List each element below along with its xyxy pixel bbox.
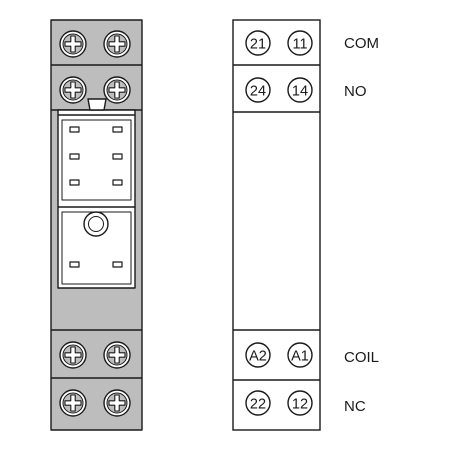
terminal-number: 24 — [250, 84, 266, 100]
pin-socket — [69, 126, 80, 133]
row-label-com: COM — [344, 35, 379, 52]
terminal-11: 11 — [287, 30, 313, 56]
relay-socket-front-view — [50, 19, 143, 431]
screw-head-icon — [103, 389, 131, 417]
terminal-24: 24 — [245, 77, 271, 103]
pin-socket — [112, 179, 123, 186]
screw-terminals — [59, 30, 131, 417]
row-label-nc: NC — [344, 398, 366, 415]
terminal-22: 22 — [245, 390, 271, 416]
terminal-number: A2 — [249, 349, 267, 365]
terminal-number: A1 — [291, 349, 309, 365]
terminal-A1: A1 — [287, 342, 313, 368]
row-label-coil: COIL — [344, 349, 379, 366]
terminal-number: 14 — [292, 84, 308, 100]
screw-head-icon — [103, 30, 131, 58]
pin-socket — [69, 153, 80, 160]
terminal-A2: A2 — [245, 342, 271, 368]
pin-socket — [112, 126, 123, 133]
relay-slot — [57, 109, 136, 289]
terminal-number: 21 — [250, 37, 266, 53]
terminal-number: 11 — [292, 37, 307, 53]
screw-head-icon — [103, 76, 131, 104]
row-labels: COM NO COIL NC — [344, 35, 379, 415]
pin-socket — [69, 261, 80, 268]
terminal-number: 12 — [292, 397, 308, 413]
screw-head-icon — [103, 341, 131, 369]
screw-head-icon — [59, 389, 87, 417]
pin-socket — [112, 153, 123, 160]
terminal-number: 22 — [250, 397, 266, 413]
pin-sockets — [69, 126, 123, 268]
mounting-hole-inner — [88, 216, 104, 232]
terminal-21: 21 — [245, 30, 271, 56]
pin-socket — [69, 179, 80, 186]
screw-head-icon — [59, 76, 87, 104]
terminal-14: 14 — [287, 77, 313, 103]
pin-socket — [112, 261, 123, 268]
screw-head-icon — [59, 30, 87, 58]
terminal-12: 12 — [287, 390, 313, 416]
screw-head-icon — [59, 341, 87, 369]
row-label-no: NO — [344, 83, 367, 100]
slot-upper-bracket — [61, 119, 132, 201]
slot-latch-tab — [87, 98, 107, 111]
